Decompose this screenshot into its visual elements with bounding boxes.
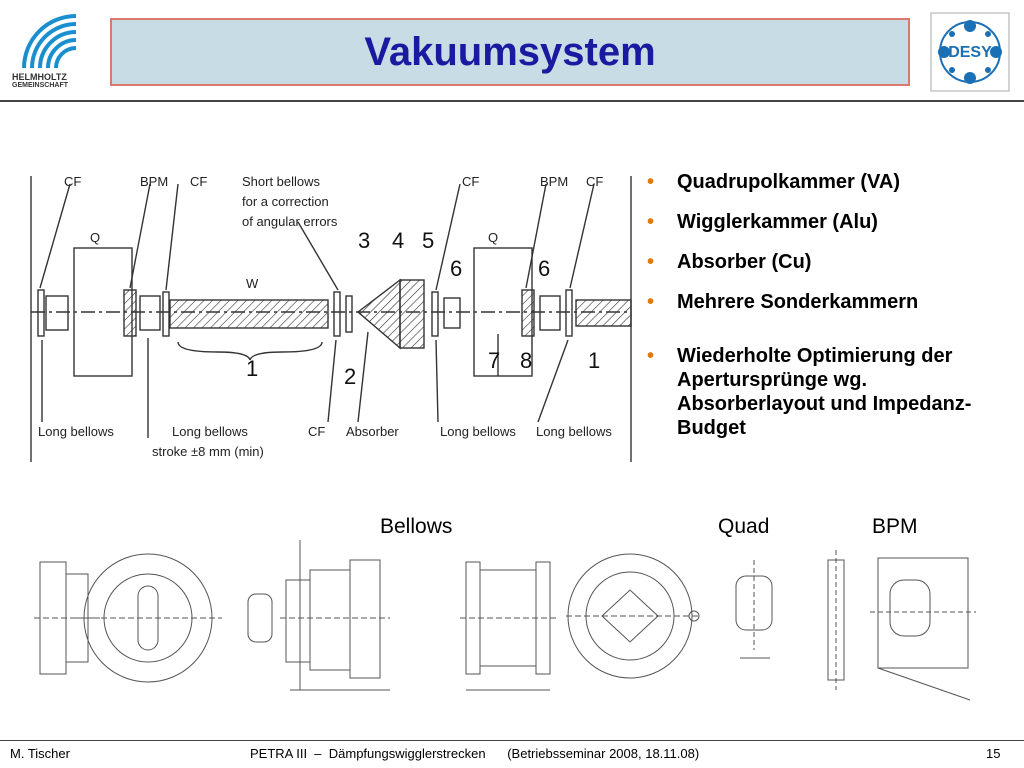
- diagram-label-cf: CF: [586, 174, 603, 189]
- diagram-label-cf: CF: [308, 424, 325, 439]
- page-number: 15: [986, 746, 1001, 761]
- diagram-number-4: 4: [392, 228, 404, 253]
- diagram-label-short-bellows: of angular errors: [242, 214, 338, 229]
- quad-label: Quad: [718, 515, 770, 538]
- diagram-label-long-bellows: Long bellows: [536, 424, 612, 439]
- diagram-label-short-bellows: for a correction: [242, 194, 329, 209]
- quad-chamber-section: [735, 560, 773, 659]
- diagram-label-long-bellows: Long bellows: [38, 424, 114, 439]
- diagram-label-long-bellows: Long bellows: [172, 424, 248, 439]
- diagram-label-q: Q: [90, 230, 100, 245]
- helmholtz-arcs-icon: [22, 14, 77, 69]
- bullet-item: Quadrupolkammer (VA): [645, 170, 1005, 194]
- beamline-diagram: CF BPM CF Short bellows for a correction…: [28, 162, 634, 472]
- bullet-item: Wigglerkammer (Alu): [645, 210, 1005, 234]
- desy-logo-text: DESY: [948, 44, 992, 61]
- diagram-label-bpm: BPM: [140, 174, 168, 189]
- desy-logo: DESY: [930, 12, 1010, 92]
- diagram-label-absorber: Absorber: [346, 424, 399, 439]
- diagram-label-short-bellows: Short bellows: [242, 174, 321, 189]
- footer-author: M. Tischer: [10, 746, 70, 761]
- bellows-side-view-2: [247, 540, 390, 691]
- desy-emblem-icon: DESY: [930, 12, 1010, 92]
- diagram-label-cf: CF: [64, 174, 81, 189]
- bellows-side-view-1: [34, 561, 100, 675]
- diagram-label-long-bellows: Long bellows: [440, 424, 516, 439]
- bpm-label: BPM: [872, 515, 918, 538]
- diagram-number-7: 7: [488, 348, 500, 373]
- diagram-number-6: 6: [538, 256, 550, 281]
- bellows-side-view-3: [460, 561, 558, 691]
- bpm-section: [827, 550, 976, 701]
- diagram-label-cf: CF: [462, 174, 479, 189]
- diagram-number-1: 1: [246, 356, 258, 381]
- bullet-item: Mehrere Sonderkammern: [645, 290, 1005, 314]
- footer-divider: [0, 740, 1024, 741]
- diagram-label-cf: CF: [190, 174, 207, 189]
- diagram-number-5: 5: [422, 228, 434, 253]
- diagram-number-3: 3: [358, 228, 370, 253]
- diagram-label-stroke: stroke ±8 mm (min): [152, 444, 264, 459]
- helmholtz-logo-line2: GEMEINSCHAFT: [12, 82, 68, 89]
- bullet-list: Quadrupolkammer (VA) Wigglerkammer (Alu)…: [645, 170, 1005, 456]
- helmholtz-logo: HELMHOLTZ GEMEINSCHAFT: [10, 8, 90, 92]
- diagram-label-bpm: BPM: [540, 174, 568, 189]
- bellows-label: Bellows: [380, 515, 453, 538]
- bullet-item: Wiederholte Optimierung der Apertursprün…: [645, 344, 1005, 440]
- diagram-number-8: 8: [520, 348, 532, 373]
- footer-title: PETRA III – Dämpfungswigglerstrecken (Be…: [250, 746, 700, 761]
- title-banner: [110, 18, 910, 86]
- component-drawings: [30, 540, 990, 730]
- diagram-number-6: 6: [450, 256, 462, 281]
- diagram-label-w: W: [246, 276, 259, 291]
- diagram-number-1: 1: [588, 348, 600, 373]
- helmholtz-logo-line1: HELMHOLTZ: [12, 72, 67, 82]
- diagram-number-2: 2: [344, 364, 356, 389]
- diagram-label-q: Q: [488, 230, 498, 245]
- header-divider: [0, 100, 1024, 102]
- page-title: Vakuumsystem: [364, 30, 656, 74]
- bellows-flange-1: [74, 553, 222, 683]
- bellows-flange-3: [566, 553, 700, 679]
- bullet-item: Absorber (Cu): [645, 250, 1005, 274]
